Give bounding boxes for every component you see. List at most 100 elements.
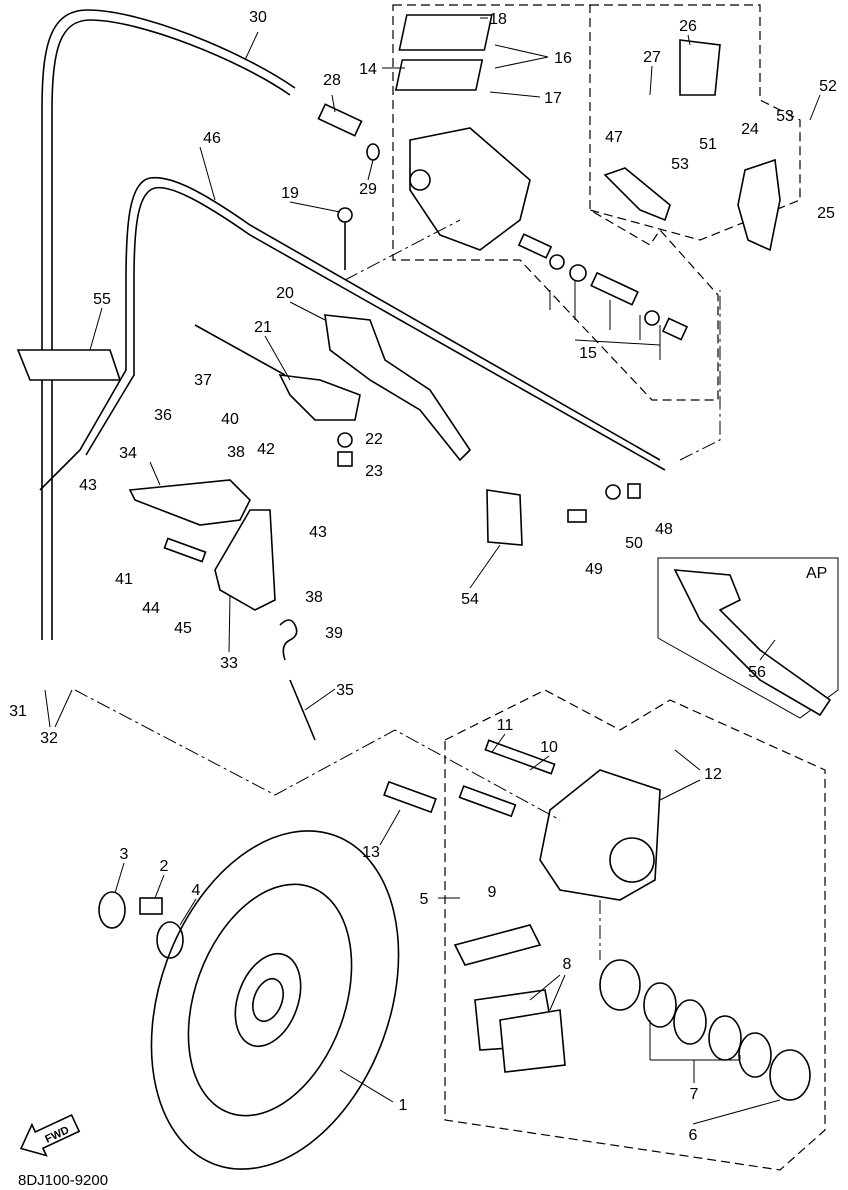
part-number-35: 35 [336,682,354,699]
master-cylinder-group-box [392,4,719,401]
part-number-56: 56 [748,664,766,681]
part-number-33: 33 [220,655,238,672]
part-number-1: 1 [399,1097,408,1114]
brake-disc-1 [150,830,400,1170]
arm-33 [214,509,276,611]
part-number-6: 6 [689,1127,698,1144]
part-number-32: 32 [40,730,58,747]
bolt-35 [289,679,316,741]
part-number-2: 2 [160,858,169,875]
part-number-15: 15 [579,345,597,362]
part-number-18: 18 [489,11,507,28]
brake-caliper [383,739,661,901]
part-number-5: 5 [420,891,429,908]
ap-label: AP [806,565,827,582]
washer-4 [156,921,184,959]
hose-fitting-28 [317,103,380,161]
part-number-24: 24 [741,121,759,138]
caliper-seal-kit [599,959,811,1101]
part-number-23: 23 [365,463,383,480]
arm-34 [128,479,251,526]
part-number-21: 21 [254,319,272,336]
brake-pedal-47 [603,167,671,222]
key-2 [139,897,163,915]
part-number-27: 27 [643,49,661,66]
part-number-55: 55 [93,291,111,308]
part-number-10: 10 [540,739,558,756]
lever-56 [673,569,832,717]
part-number-7: 7 [690,1086,699,1103]
part-number-45: 45 [174,620,192,637]
master-cylinder [394,14,531,251]
bolt-44 [163,537,207,563]
bracket-24 [737,158,781,252]
part-number-51: 51 [699,136,717,153]
part-number-14: 14 [359,61,377,78]
part-number-28: 28 [323,72,341,89]
nut-23 [337,451,353,467]
clamp-55 [16,349,122,381]
part-number-26: 26 [679,18,697,35]
part-number-50: 50 [625,535,643,552]
part-number-20: 20 [276,285,294,302]
part-number-12: 12 [704,766,722,783]
part-number-22: 22 [365,431,383,448]
brake-hose-30-inner [41,9,296,640]
part-number-53: 53 [671,156,689,173]
part-number-43: 43 [309,524,327,541]
lever-holder-21 [278,374,361,421]
brake-lever-20 [324,314,472,462]
part-number-48: 48 [655,521,673,538]
throttle-cable [194,324,286,376]
part-number-46: 46 [203,130,221,147]
part-number-36: 36 [154,407,172,424]
part-number-30: 30 [249,9,267,26]
part-number-29: 29 [359,181,377,198]
master-cylinder-piston-kit [517,233,689,341]
part-number-52: 52 [819,78,837,95]
part-number-40: 40 [221,411,239,428]
part-number-19: 19 [281,185,299,202]
part-number-16: 16 [554,50,572,67]
part-number-25: 25 [817,205,835,222]
part-number-44: 44 [142,600,160,617]
part-number-49: 49 [585,561,603,578]
part-number-42: 42 [257,441,275,458]
brake-pedal-kit-box [589,4,801,241]
part-number-8: 8 [563,956,572,973]
part-number-37: 37 [194,372,212,389]
collar-22 [337,432,353,448]
part-number-54: 54 [461,591,479,608]
part-number-9: 9 [488,884,497,901]
part-number-43: 43 [79,477,97,494]
part-number-41: 41 [115,571,133,588]
part-number-38: 38 [305,589,323,606]
part-number-47: 47 [605,129,623,146]
part-number-38: 38 [227,444,245,461]
forward-direction-arrow: FWD [19,1113,81,1157]
switch-26 [679,39,721,96]
part-number-31: 31 [9,703,27,720]
pad-spring-9 [453,924,542,966]
circlip-3 [98,891,126,929]
brake-hose-46-inner [85,186,666,471]
bolt-19 [337,207,353,223]
part-number-17: 17 [544,90,562,107]
spring-39 [279,619,298,661]
caliper-group-box [444,689,826,1171]
part-number-3: 3 [120,846,129,863]
brake-hose-46 [39,176,661,491]
part-number-13: 13 [362,844,380,861]
leader-lines [44,17,821,1125]
part-number-4: 4 [192,882,201,899]
brake-hose-30 [51,19,291,640]
part-number-39: 39 [325,625,343,642]
diagram-code: 8DJ100-9200 [18,1172,108,1189]
brake-pads-8 [474,989,566,1073]
reflector-54 [486,489,523,546]
part-number-53: 53 [776,108,794,125]
part-number-34: 34 [119,445,137,462]
